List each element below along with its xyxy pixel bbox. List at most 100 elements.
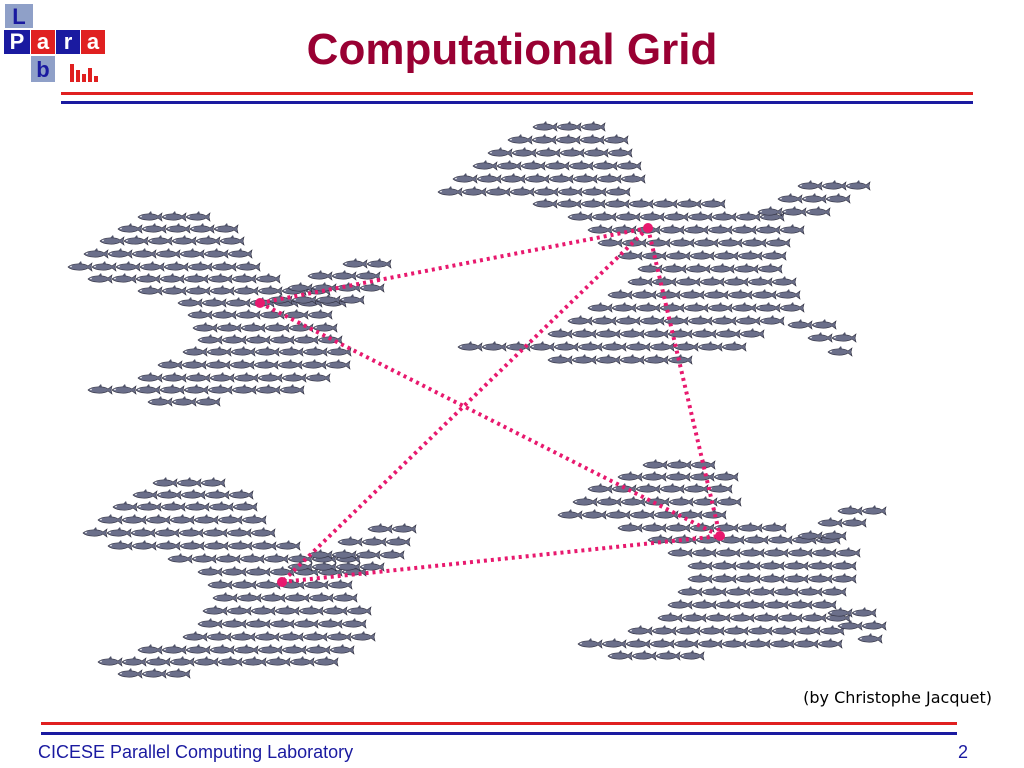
fish-icon: [831, 559, 857, 571]
bottom-rule-blue: [41, 732, 957, 735]
fish-icon: [236, 591, 262, 603]
fish-icon: [485, 185, 511, 197]
fish-icon: [245, 617, 271, 629]
fish-icon: [689, 470, 715, 482]
fish-icon: [260, 591, 286, 603]
fish-icon: [553, 340, 579, 352]
fish-icon: [759, 572, 785, 584]
slide-title: Computational Grid: [306, 25, 718, 74]
fish-icon: [649, 340, 675, 352]
fish-icon: [281, 371, 307, 383]
fish-icon: [763, 546, 789, 558]
fish-icon: [651, 275, 677, 287]
fish-icon: [655, 649, 681, 661]
fish-icon: [787, 546, 813, 558]
fish-icon: [253, 358, 279, 370]
fish-icon: [201, 296, 227, 308]
fish-icon: [193, 513, 219, 525]
fish-icon: [111, 383, 137, 395]
fish-icon: [161, 284, 187, 296]
fish-icon: [675, 624, 701, 636]
fish-icon: [520, 159, 546, 171]
logo-letter-a1: a: [37, 29, 50, 54]
fish-icon: [601, 340, 627, 352]
fish-icon: [721, 637, 747, 649]
fish-icon: [278, 345, 304, 357]
fish-icon: [787, 598, 813, 610]
fish-icon: [821, 585, 847, 597]
fish-icon: [195, 234, 221, 246]
fish-icon: [591, 210, 617, 222]
fish-icon: [202, 604, 228, 616]
fish-icon: [723, 275, 749, 287]
fish-icon: [183, 272, 209, 284]
fish-icon: [735, 210, 761, 222]
fish-icon: [615, 210, 641, 222]
logo-tile: [31, 56, 55, 82]
fish-icon: [751, 288, 777, 300]
fish-icon: [185, 284, 211, 296]
fish-icon: [679, 649, 705, 661]
fish-icon: [665, 521, 691, 533]
fish-icon: [208, 500, 234, 512]
fish-icon: [580, 120, 606, 132]
fish-icon: [811, 318, 837, 330]
fish-icon: [87, 383, 113, 395]
fish-icon: [275, 539, 301, 551]
fish-icon: [625, 340, 651, 352]
fish-icon: [207, 578, 233, 590]
fish-icon: [197, 617, 223, 629]
fish-icon: [500, 172, 526, 184]
fish-icon: [367, 522, 393, 534]
fish-icon: [548, 172, 574, 184]
fish-icon: [707, 482, 733, 494]
fish-icon: [245, 333, 271, 345]
fish-icon: [639, 314, 665, 326]
fish-icon: [631, 649, 657, 661]
logo-tile: [56, 30, 80, 54]
fish-icon: [779, 223, 805, 235]
fish-icon: [635, 301, 661, 313]
fish-icon: [628, 197, 654, 209]
fish-icon: [182, 345, 208, 357]
fish-icon: [229, 358, 255, 370]
fish-icon: [761, 521, 787, 533]
fish-icon: [226, 604, 252, 616]
fish-icon: [226, 526, 252, 538]
fish-icon: [591, 314, 617, 326]
fish-icon: [123, 234, 149, 246]
fish-icon: [145, 655, 171, 667]
fish-icon: [307, 269, 333, 281]
fish-icon: [240, 321, 266, 333]
fish-icon: [228, 488, 254, 500]
logo-tile: [5, 4, 33, 28]
fish-icon: [233, 643, 259, 655]
fish-icon: [821, 179, 847, 191]
fish-icon: [121, 655, 147, 667]
fish-icon: [182, 630, 208, 642]
fish-icon: [737, 249, 763, 261]
fish-icon: [117, 667, 143, 679]
fish-icon: [797, 585, 823, 597]
fish-icon: [587, 482, 613, 494]
fish-icon: [769, 637, 795, 649]
fish-icon: [721, 340, 747, 352]
fish-icon: [461, 185, 487, 197]
fish-icon: [197, 565, 223, 577]
fish-icon: [141, 222, 167, 234]
fish-icon: [99, 234, 125, 246]
fish-icon: [385, 535, 411, 547]
fish-icon: [302, 345, 328, 357]
fish-icon: [657, 611, 683, 623]
fish-icon: [556, 197, 582, 209]
fish-icon: [773, 585, 799, 597]
fish-icon: [620, 172, 646, 184]
fish-icon: [743, 533, 769, 545]
fish-icon: [279, 383, 305, 395]
fish-icon: [209, 643, 235, 655]
fish-icon: [641, 521, 667, 533]
fish-icon: [759, 559, 785, 571]
fish-icon: [725, 585, 751, 597]
fish-icon: [763, 598, 789, 610]
fish-icon: [302, 630, 328, 642]
